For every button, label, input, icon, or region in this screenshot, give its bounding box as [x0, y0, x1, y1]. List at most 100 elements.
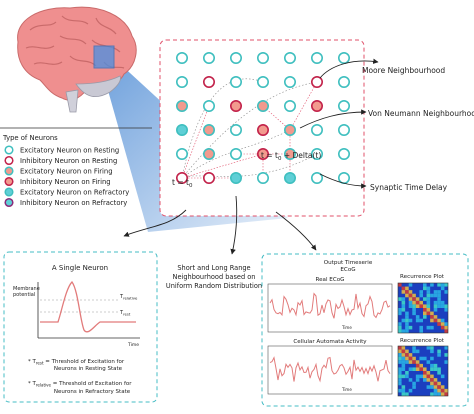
moore-arrow [319, 58, 379, 79]
recurrence-cell [398, 283, 402, 287]
single-neuron-content: A Single Neuron Membrane potential Trela… [13, 264, 140, 395]
recurrence-cell [401, 388, 406, 393]
recurrence-cell [398, 322, 402, 326]
grid-neuron [310, 76, 323, 89]
recurrence-cell [444, 388, 448, 393]
recurrence-cell [419, 325, 423, 330]
recurrence-cell [401, 304, 406, 308]
recurrence-cell [408, 300, 413, 305]
grid-neuron [256, 51, 269, 64]
delayed-time-label: t = t0 + Delta(t) [261, 151, 321, 162]
recurrence-cell [437, 293, 441, 298]
grid-neuron [337, 124, 350, 137]
recurrence-cell [401, 360, 406, 364]
recurrence-cell [408, 290, 413, 294]
recurrence-cell [412, 308, 416, 312]
recurrence-cell [433, 308, 438, 312]
recurrence-cell [433, 367, 438, 371]
recurrence-cell [398, 374, 402, 379]
recurrence-cell [430, 392, 434, 396]
recurrence-cell [412, 349, 416, 354]
grid-neuron [337, 51, 350, 64]
delay-label: Synaptic Time Delay [370, 183, 448, 192]
recurrence-cell [430, 378, 434, 382]
recurrence-cell [408, 388, 413, 393]
recurrence-cell [426, 378, 431, 382]
recurrence-cell [419, 374, 423, 379]
grid-neuron [203, 124, 216, 137]
recurrence-cell [430, 318, 434, 323]
recurrence-cell [437, 385, 441, 389]
recurrence-cell [408, 304, 413, 308]
real-ecog-trace [269, 292, 391, 319]
recurrence-cell [430, 374, 434, 379]
recurrence-cell [433, 378, 438, 382]
legend-label-5: Excitatory Neuron on Refractory [20, 189, 129, 197]
recurrence-cell [426, 290, 431, 294]
grid-neuron [337, 148, 350, 161]
grid-neuron [230, 148, 243, 161]
recurrence-cell [405, 360, 409, 364]
ca-activity-plot [267, 345, 393, 395]
recurrence-cell [440, 385, 445, 389]
grid-neuron [230, 51, 243, 64]
recurrence-cell [430, 283, 434, 287]
recurrence-cell [408, 367, 413, 371]
recurrence-cell [398, 297, 402, 301]
grid-neuron [256, 124, 269, 137]
recurrence-cell [430, 315, 434, 319]
grid-neuron [310, 100, 323, 113]
recurrence-cell [401, 363, 406, 368]
recurrence-cell [437, 290, 441, 294]
grid-neuron [337, 172, 350, 185]
recurrence-cell [430, 356, 434, 361]
rp-label-bottom: Recurrence Plot [400, 338, 445, 344]
recurrence-cell [408, 297, 413, 301]
recurrence-cell [430, 311, 434, 316]
recurrence-cell [412, 360, 416, 364]
recurrence-cell [426, 304, 431, 308]
recurrence-cell [412, 367, 416, 371]
recurrence-cell [440, 392, 445, 396]
recurrence-cell [423, 311, 427, 316]
recurrence-cell [419, 318, 423, 323]
recurrence-cell [430, 346, 434, 350]
moore-label: Moore Neighbourhood [362, 66, 445, 75]
recurrence-cell [398, 371, 402, 375]
legend-label-2: Inhibitory Neuron on Resting [20, 157, 117, 165]
recurrence-cell [408, 353, 413, 357]
recurrence-cell [401, 385, 406, 389]
grid-neuron [283, 76, 296, 89]
recurrence-cell [433, 385, 438, 389]
recurrence-cell [430, 367, 434, 371]
recurrence-cell [433, 293, 438, 298]
recurrence-cell [401, 356, 406, 361]
recurrence-cell [419, 363, 423, 368]
recurrence-cell [405, 374, 409, 379]
recurrence-cell [430, 385, 434, 389]
recurrence-cell [440, 325, 445, 330]
initial-time-label: t = t0 [172, 178, 193, 189]
von-neumann-arrow [299, 109, 367, 129]
recurrence-cell [405, 325, 409, 330]
grid-neuron [283, 148, 296, 161]
ca-activity-trace [269, 356, 391, 383]
recurrence-cell [437, 392, 441, 396]
grid-neuron [176, 100, 189, 113]
recurrence-cell [405, 349, 409, 354]
recurrence-cell [426, 286, 431, 291]
single-neuron-panel [3, 251, 158, 403]
recurrence-cell [415, 360, 420, 364]
recurrence-cell [444, 322, 448, 326]
recurrence-cell [405, 315, 409, 319]
recurrence-cell [398, 325, 402, 330]
recurrence-cell [401, 300, 406, 305]
random-line3: Uniform Random Distribution [166, 282, 262, 290]
recurrence-cell [408, 360, 413, 364]
recurrence-cell [433, 388, 438, 393]
grid-neuron [256, 148, 269, 161]
recurrence-cell [430, 381, 434, 386]
real-ecog-label: Real ECoG [315, 277, 344, 283]
